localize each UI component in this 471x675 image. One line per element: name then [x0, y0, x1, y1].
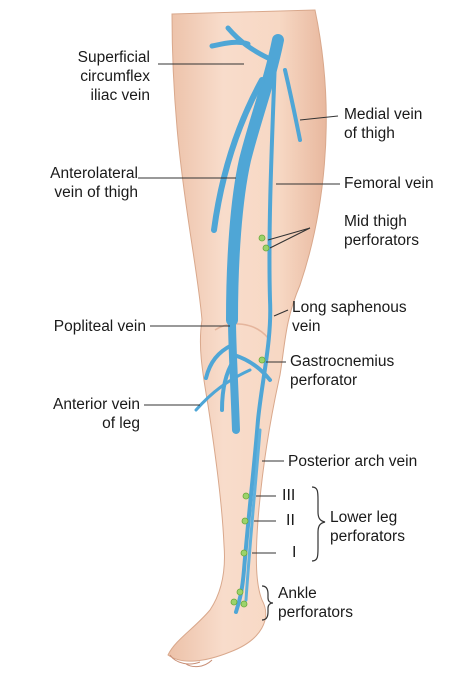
- label-line: of leg: [4, 414, 140, 433]
- label-line: perforators: [344, 231, 419, 250]
- label-femoral-vein: Femoral vein: [344, 174, 434, 193]
- label-line: Long saphenous: [292, 298, 407, 317]
- label-line: vein of thigh: [4, 183, 138, 202]
- label-line: vein: [292, 317, 407, 336]
- lower-leg-perforator-i: [241, 550, 247, 556]
- label-line: Lower leg: [330, 508, 405, 527]
- lower-leg-brace: [312, 487, 325, 561]
- label-medial-vein-of-thigh: Medial vein of thigh: [344, 105, 422, 143]
- label-line: Superficial: [24, 48, 150, 67]
- label-roman-i: I: [292, 543, 296, 562]
- label-long-saphenous-vein: Long saphenous vein: [292, 298, 407, 336]
- label-line: Medial vein: [344, 105, 422, 124]
- label-line: Anterior vein: [4, 395, 140, 414]
- ankle-perforator: [237, 589, 243, 595]
- mid-thigh-perforator: [263, 245, 269, 251]
- label-line: Posterior arch vein: [288, 452, 417, 471]
- label-line: perforator: [290, 371, 394, 390]
- label-line: Anterolateral: [4, 164, 138, 183]
- label-line: iliac vein: [24, 86, 150, 105]
- label-ankle-perforators: Ankle perforators: [278, 584, 353, 622]
- label-gastrocnemius-perforator: Gastrocnemius perforator: [290, 352, 394, 390]
- label-line: Ankle: [278, 584, 353, 603]
- label-line: Femoral vein: [344, 174, 434, 193]
- label-anterolateral-vein-of-thigh: Anterolateral vein of thigh: [4, 164, 138, 202]
- label-anterior-vein-of-leg: Anterior vein of leg: [4, 395, 140, 433]
- popliteal-vein: [232, 320, 236, 430]
- mid-thigh-perforator: [259, 235, 265, 241]
- label-posterior-arch-vein: Posterior arch vein: [288, 452, 417, 471]
- label-mid-thigh-perforators: Mid thigh perforators: [344, 212, 419, 250]
- lower-leg-perforator-iii: [243, 493, 249, 499]
- label-line: perforators: [330, 527, 405, 546]
- gastrocnemius-perforator-dot: [259, 357, 265, 363]
- label-line: circumflex: [24, 67, 150, 86]
- lower-leg-perforator-ii: [242, 518, 248, 524]
- label-line: Gastrocnemius: [290, 352, 394, 371]
- ankle-perforator: [231, 599, 237, 605]
- label-popliteal-vein: Popliteal vein: [4, 317, 146, 336]
- label-line: perforators: [278, 603, 353, 622]
- label-line: of thigh: [344, 124, 422, 143]
- label-superficial-circumflex-iliac-vein: Superficial circumflex iliac vein: [24, 48, 150, 105]
- label-line: Popliteal vein: [4, 317, 146, 336]
- label-roman-iii: III: [282, 486, 295, 505]
- label-lower-leg-perforators: Lower leg perforators: [330, 508, 405, 546]
- ankle-perforator: [241, 601, 247, 607]
- label-line: Mid thigh: [344, 212, 419, 231]
- label-roman-ii: II: [286, 511, 295, 530]
